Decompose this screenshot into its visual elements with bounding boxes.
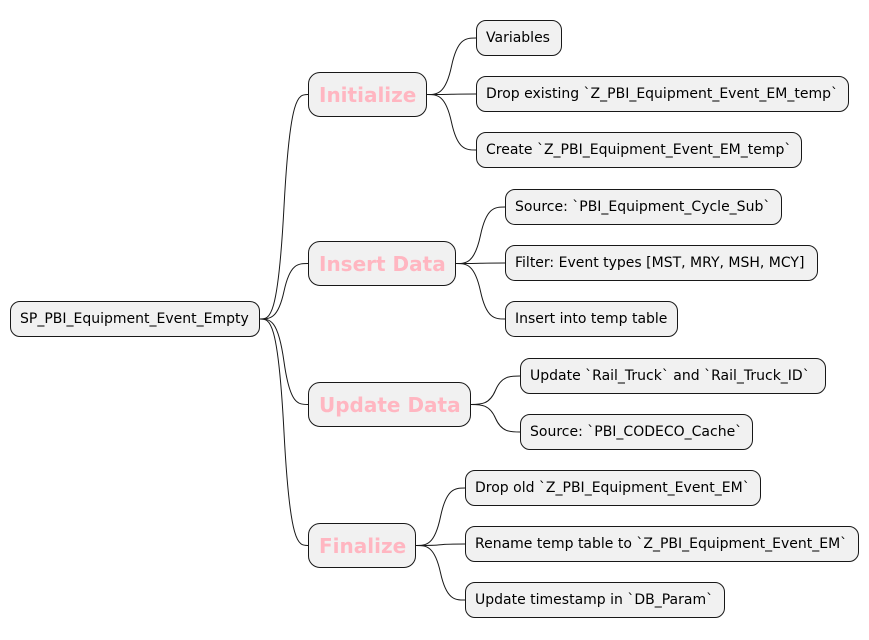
connector-branch-initialize-leaf-variables: [426, 37, 477, 95]
connector-root-node-branch-insert-data: [259, 263, 309, 320]
connector-branch-update-data-leaf-source-codeco-cache: [470, 404, 521, 433]
connector-branch-finalize-leaf-rename-temp-table: [415, 543, 466, 546]
connector-branch-initialize-leaf-create-temp: [426, 94, 477, 151]
leaf-drop-existing-temp: Drop existing `Z_PBI_Equipment_Event_EM_…: [476, 76, 849, 112]
leaf-source-cycle-sub: Source: `PBI_Equipment_Cycle_Sub`: [505, 189, 782, 225]
leaf-update-timestamp: Update timestamp in `DB_Param`: [465, 582, 725, 618]
branch-update-data: Update Data: [308, 382, 471, 427]
branch-insert-data: Insert Data: [308, 241, 456, 286]
connector-root-node-branch-finalize: [259, 318, 309, 546]
connector-branch-insert-data-leaf-filter-event-types: [455, 262, 506, 264]
connector-branch-initialize-leaf-drop-existing-temp: [426, 93, 477, 95]
leaf-update-rail-truck: Update `Rail_Truck` and `Rail_Truck_ID`: [520, 358, 826, 394]
leaf-create-temp: Create `Z_PBI_Equipment_Event_EM_temp`: [476, 132, 802, 168]
leaf-drop-old-table: Drop old `Z_PBI_Equipment_Event_EM`: [465, 470, 761, 506]
connector-branch-finalize-leaf-update-timestamp: [415, 545, 466, 601]
branch-finalize: Finalize: [308, 523, 416, 568]
connector-branch-insert-data-leaf-source-cycle-sub: [455, 206, 506, 264]
connector-root-node-branch-update-data: [259, 318, 309, 405]
leaf-rename-temp-table: Rename temp table to `Z_PBI_Equipment_Ev…: [465, 526, 859, 562]
leaf-insert-into-temp: Insert into temp table: [505, 301, 678, 337]
leaf-source-codeco-cache: Source: `PBI_CODECO_Cache`: [520, 414, 753, 450]
leaf-filter-event-types: Filter: Event types [MST, MRY, MSH, MCY]: [505, 245, 818, 281]
connector-branch-insert-data-leaf-insert-into-temp: [455, 263, 506, 320]
connector-root-node-branch-initialize: [259, 94, 309, 320]
root-node: SP_PBI_Equipment_Event_Empty: [10, 301, 260, 337]
connector-branch-update-data-leaf-update-rail-truck: [470, 375, 521, 405]
branch-initialize: Initialize: [308, 72, 427, 117]
leaf-variables: Variables: [476, 20, 562, 56]
connector-branch-finalize-leaf-drop-old-table: [415, 487, 466, 546]
